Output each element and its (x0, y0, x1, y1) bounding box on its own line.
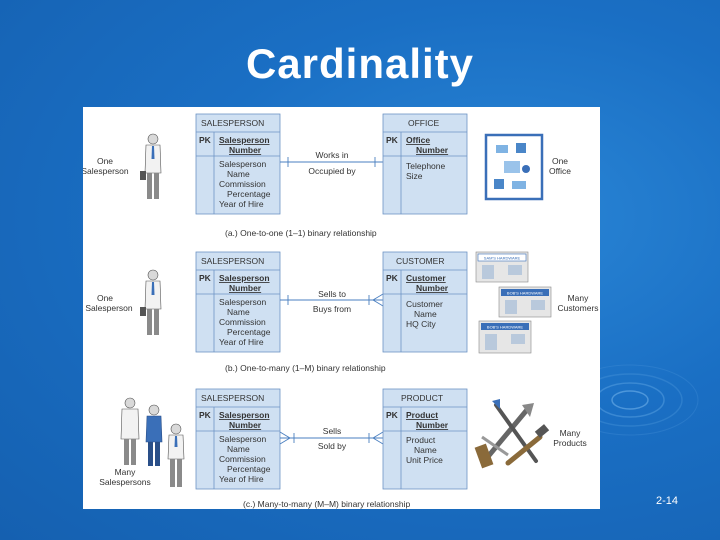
panel-one-to-one: One Salesperson SALESPERSON PK Salespers… (81, 113, 571, 238)
relationship-connector (280, 293, 384, 307)
attribute: Commission (219, 317, 266, 327)
right-caption-line2: Products (553, 438, 587, 448)
relation-label-bottom: Occupied by (308, 166, 356, 176)
store-sign: BOB'S HARDWARE (487, 325, 524, 330)
attribute: Percentage (227, 327, 271, 337)
pk-label: PK (386, 135, 399, 145)
attribute: Name (414, 309, 437, 319)
entity-customer: CUSTOMER PK Customer Number Customer Nam… (382, 251, 468, 353)
pk-field-line2: Number (416, 420, 449, 430)
attribute: Name (414, 445, 437, 455)
pk-label: PK (199, 135, 212, 145)
entity-salesperson: SALESPERSON PK Salesperson Number Salesp… (195, 113, 281, 215)
entity-salesperson: SALESPERSON PK Salesperson Number Salesp… (195, 388, 281, 490)
pk-label: PK (199, 273, 212, 283)
left-caption-line1: Many (115, 467, 137, 477)
entity-name: CUSTOMER (396, 256, 445, 266)
pk-label: PK (386, 273, 399, 283)
attribute: Percentage (227, 189, 271, 199)
attribute: Year of Hire (219, 337, 264, 347)
salespersons-group-icon (120, 397, 185, 487)
slide-title: Cardinality (245, 40, 475, 87)
storefront-icon: SAM'S HARDWARE (475, 251, 529, 283)
relation-label-top: Works in (316, 150, 349, 160)
pk-field-line2: Number (229, 145, 262, 155)
hand-tools-icon (474, 399, 550, 469)
attribute: Name (227, 169, 250, 179)
relationship-connector (280, 157, 383, 167)
relation-label-top: Sells (323, 426, 341, 436)
right-caption-line1: Many (560, 428, 582, 438)
page-number: 2-14 (656, 495, 679, 507)
figure-caption: (a.) One-to-one (1–1) binary relationshi… (225, 228, 377, 238)
left-caption-line2: Salesperson (85, 303, 133, 313)
office-floorplan-icon (484, 133, 544, 201)
relation-label-bottom: Buys from (313, 304, 351, 314)
store-sign: BOB'S HARDWARE (507, 291, 544, 296)
pk-field-line1: Salesperson (219, 410, 270, 420)
right-caption-line1: One (552, 156, 568, 166)
pk-label: PK (199, 410, 212, 420)
attribute: Salesperson (219, 297, 267, 307)
panel-one-to-many: One Salesperson SALESPERSON PK Salespers… (85, 251, 599, 373)
pk-field-line1: Office (406, 135, 430, 145)
pk-field-line2: Number (229, 420, 262, 430)
pk-field-line1: Customer (406, 273, 446, 283)
figure-caption: (b.) One-to-many (1–M) binary relationsh… (225, 363, 386, 373)
figure-caption: (c.) Many-to-many (M–M) binary relations… (243, 499, 410, 509)
attribute: Customer (406, 299, 443, 309)
relation-label-top: Sells to (318, 289, 346, 299)
right-caption-line2: Office (549, 166, 571, 176)
attribute: Commission (219, 454, 266, 464)
entity-name: SALESPERSON (201, 118, 264, 128)
right-caption-line1: Many (568, 293, 590, 303)
relationship-connector (279, 431, 384, 445)
entity-name: OFFICE (408, 118, 439, 128)
panel-many-to-many: Many Salespersons SALESPERSON PK Salespe… (99, 388, 587, 509)
attribute: Unit Price (406, 455, 443, 465)
left-caption-line2: Salespersons (99, 477, 151, 487)
attribute: Name (227, 444, 250, 454)
attribute: Product (406, 435, 436, 445)
attribute: Name (227, 307, 250, 317)
attribute: Commission (219, 179, 266, 189)
pk-field-line1: Product (406, 410, 438, 420)
pk-label: PK (386, 410, 399, 420)
pk-field-line1: Salesperson (219, 273, 270, 283)
left-caption-line2: Salesperson (83, 166, 129, 176)
store-sign: SAM'S HARDWARE (484, 256, 521, 261)
attribute: Percentage (227, 464, 271, 474)
pk-field-line2: Number (416, 145, 449, 155)
entity-name: PRODUCT (401, 393, 443, 403)
pk-field-line2: Number (416, 283, 449, 293)
attribute: Year of Hire (219, 199, 264, 209)
storefront-icon: BOB'S HARDWARE (478, 320, 532, 354)
pk-field-line1: Salesperson (219, 135, 270, 145)
salesperson-figure-icon (140, 133, 162, 199)
attribute: HQ City (406, 319, 437, 329)
storefront-icon: BOB'S HARDWARE (498, 286, 552, 318)
entity-name: SALESPERSON (201, 256, 264, 266)
salesperson-figure-icon (140, 269, 162, 335)
right-caption-line2: Customers (557, 303, 598, 313)
cardinality-figure: One Salesperson SALESPERSON PK Salespers… (81, 107, 600, 509)
attribute: Year of Hire (219, 474, 264, 484)
entity-product: PRODUCT PK Product Number Product Name U… (382, 388, 468, 490)
left-caption-line1: One (97, 156, 113, 166)
entity-office: OFFICE PK Office Number Telephone Size (382, 113, 468, 215)
attribute: Telephone (406, 161, 446, 171)
entity-salesperson: SALESPERSON PK Salesperson Number Salesp… (195, 251, 281, 353)
attribute: Size (406, 171, 423, 181)
relation-label-bottom: Sold by (318, 441, 347, 451)
attribute: Salesperson (219, 434, 267, 444)
pk-field-line2: Number (229, 283, 262, 293)
entity-name: SALESPERSON (201, 393, 264, 403)
left-caption-line1: One (97, 293, 113, 303)
attribute: Salesperson (219, 159, 267, 169)
